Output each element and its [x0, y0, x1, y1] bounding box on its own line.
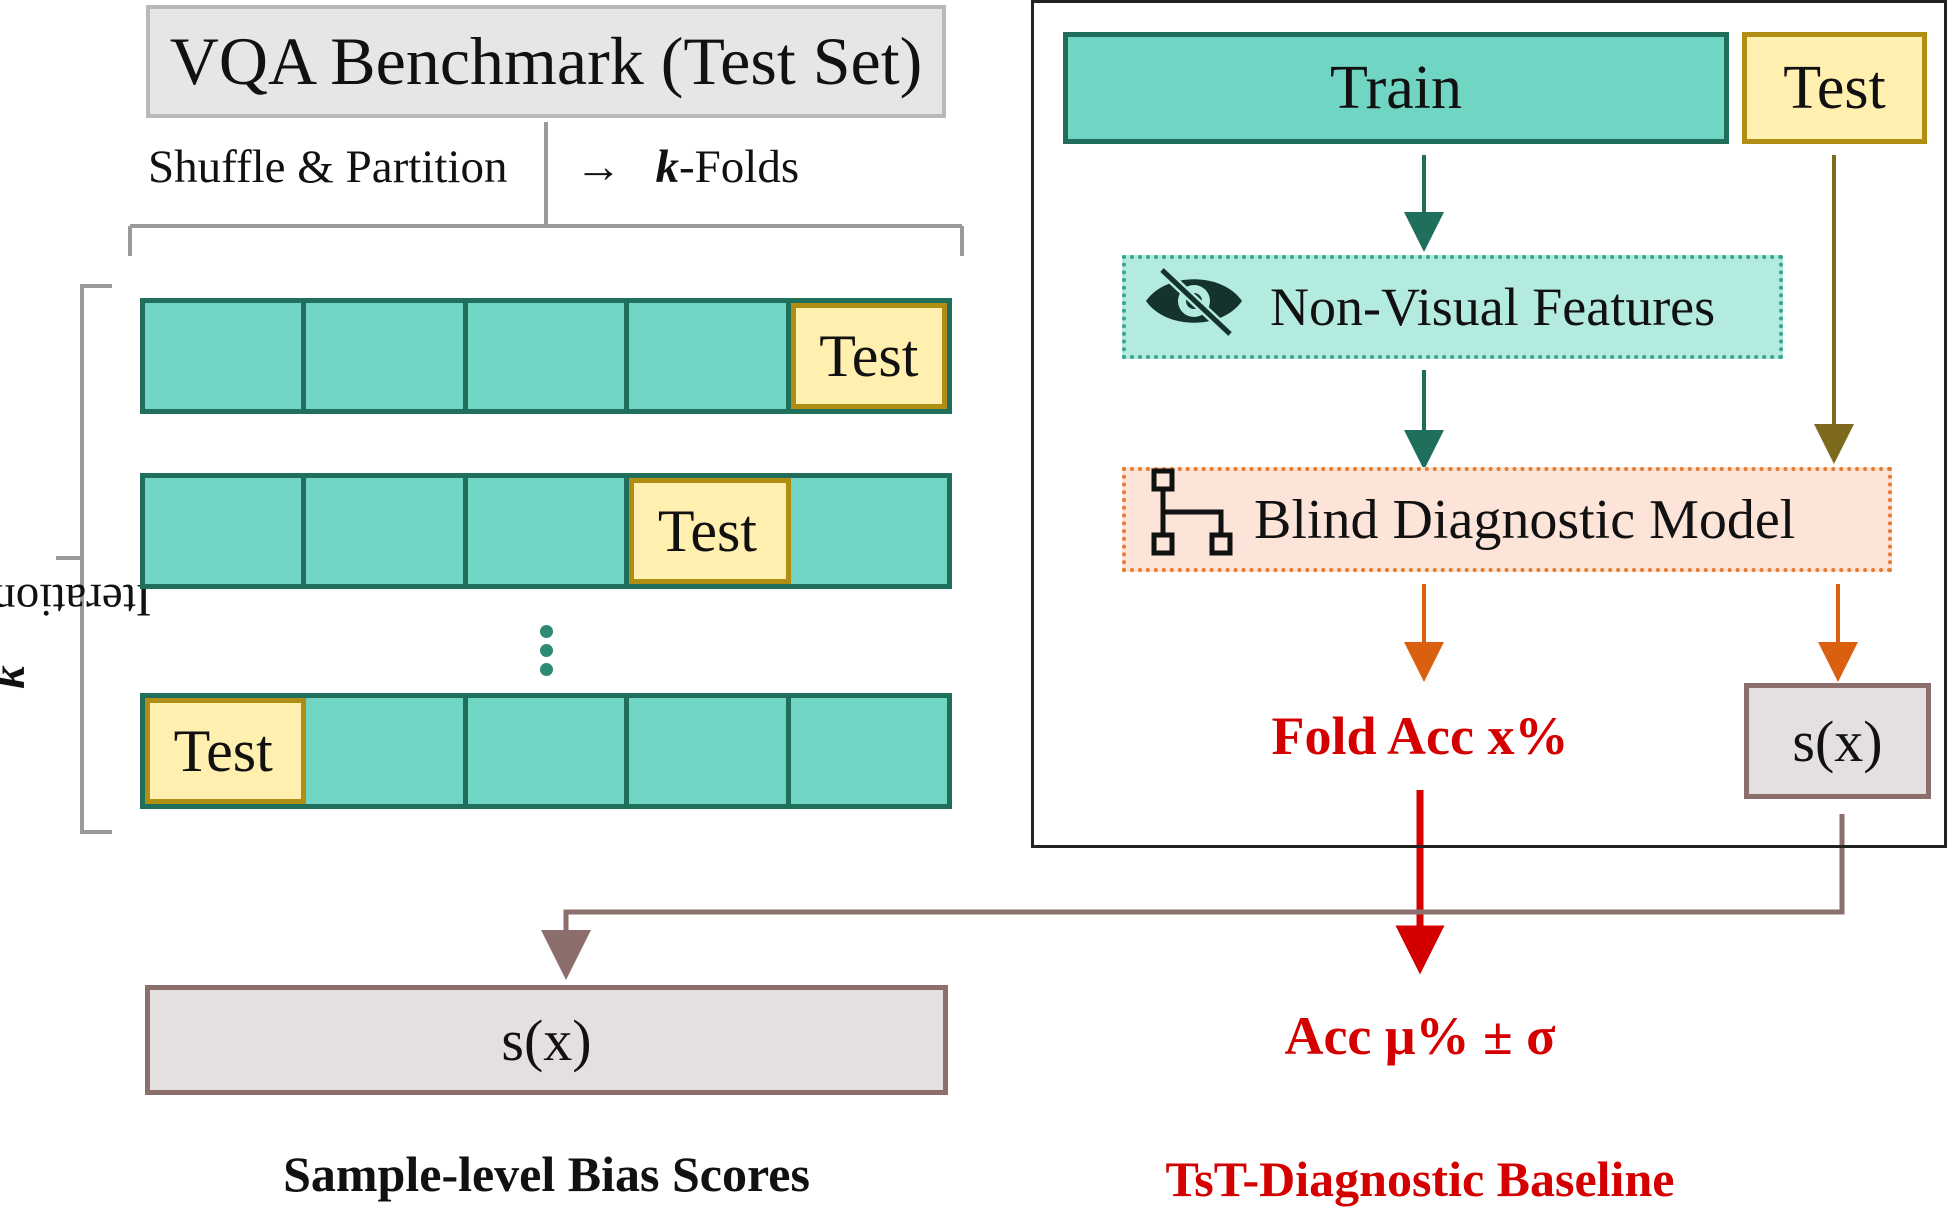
fold-cell: [468, 478, 630, 584]
eye-slash-icon: [1142, 264, 1246, 351]
partition-action: Shuffle & Partition: [148, 141, 508, 193]
fold-cell: [306, 698, 468, 804]
caption-diagnostic-baseline: TsT-Diagnostic Baseline: [1165, 1151, 1675, 1207]
hierarchy-icon: [1150, 467, 1236, 573]
score-small-box: s(x): [1744, 683, 1931, 799]
partition-arrow: →: [574, 141, 622, 193]
iterations-label: k Iterations: [0, 480, 152, 720]
benchmark-title: VQA Benchmark (Test Set): [169, 23, 923, 99]
fold-row-3: Test: [140, 693, 952, 809]
iterations-bracket: [56, 284, 112, 834]
nonvisual-label: Non-Visual Features: [1270, 277, 1716, 337]
benchmark-box: VQA Benchmark (Test Set): [146, 5, 946, 118]
iterations-k: k: [0, 665, 35, 689]
fold-cell: [629, 303, 791, 409]
final-accuracy: Acc μ% ± σ: [1284, 1006, 1556, 1066]
fold-cell-test: Test: [145, 698, 307, 804]
fold-cell-test: Test: [790, 303, 948, 409]
score-small-label: s(x): [1792, 708, 1883, 774]
fold-cell: [791, 698, 947, 804]
fold-cell: [145, 303, 307, 409]
train-box: Train: [1063, 32, 1729, 144]
blind-model-box: Blind Diagnostic Model: [1122, 467, 1892, 572]
partition-folds: -Folds: [678, 141, 800, 193]
score-big-label: s(x): [501, 1007, 592, 1073]
partition-bracket: [128, 122, 964, 256]
fold-cell: [468, 303, 630, 409]
fold-cell: [306, 303, 468, 409]
fold-cell: [791, 478, 947, 584]
blind-model-label: Blind Diagnostic Model: [1254, 488, 1796, 551]
score-big-box: s(x): [145, 985, 948, 1095]
fold-row-1: Test: [140, 298, 952, 414]
partition-k: k: [655, 141, 679, 193]
train-label: Train: [1329, 53, 1463, 122]
fold-row-2: Test: [140, 473, 952, 589]
pipeline-panel: [1031, 0, 1947, 848]
fold-cell: [629, 698, 791, 804]
nonvisual-features-box: Non-Visual Features: [1122, 255, 1783, 359]
fold-cell-test: Test: [629, 478, 791, 584]
test-label: Test: [1783, 53, 1886, 122]
fold-accuracy: Fold Acc x%: [1271, 706, 1569, 766]
ellipsis-dots: [540, 625, 554, 682]
caption-bias-scores: Sample-level Bias Scores: [283, 1146, 810, 1202]
test-box: Test: [1742, 32, 1927, 144]
fold-cell: [468, 698, 630, 804]
partition-label: Shuffle & Partition → k-Folds: [148, 140, 799, 194]
fold-cell: [306, 478, 468, 584]
fold-cell: [145, 478, 307, 584]
iterations-text: Iterations: [0, 574, 152, 626]
